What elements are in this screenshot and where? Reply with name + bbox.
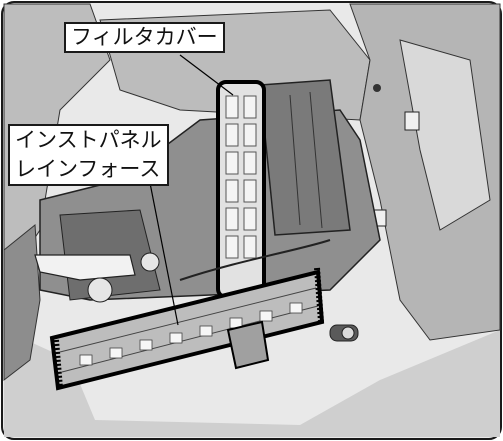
lever-arm	[34, 254, 136, 281]
beam-ribs	[59, 287, 319, 373]
housing-rib	[309, 91, 323, 229]
leader-reinforcement	[149, 182, 179, 326]
console-bolt	[373, 84, 381, 92]
beam-end-left	[53, 339, 63, 389]
floor-carpet	[4, 330, 500, 437]
filter-cover-highlight	[216, 80, 266, 299]
instrument-panel-reinforcement-label: インストパネル レインフォース	[8, 124, 169, 186]
cable	[179, 239, 331, 281]
reinforcement-beam-highlight	[49, 269, 325, 391]
housing-rib	[289, 94, 301, 226]
reinforcement-label-line2: レインフォース	[15, 157, 161, 181]
left-lower-panel	[3, 224, 41, 382]
hvac-right-housing	[259, 79, 351, 236]
filter-cover-slots	[225, 95, 257, 259]
right-console-panel	[399, 39, 491, 231]
beam-holes	[79, 302, 303, 366]
filter-cover-label: フィルタカバー	[64, 22, 225, 53]
beam-bracket	[226, 320, 270, 370]
console-clip	[404, 111, 420, 131]
reinforcement-label-line1: インストパネル	[15, 128, 162, 152]
bolt-head	[341, 326, 355, 340]
lever-pivot	[87, 277, 113, 303]
leader-filter-cover	[179, 54, 234, 96]
beam-end-right	[314, 267, 324, 323]
lever-pivot-2	[140, 252, 160, 272]
